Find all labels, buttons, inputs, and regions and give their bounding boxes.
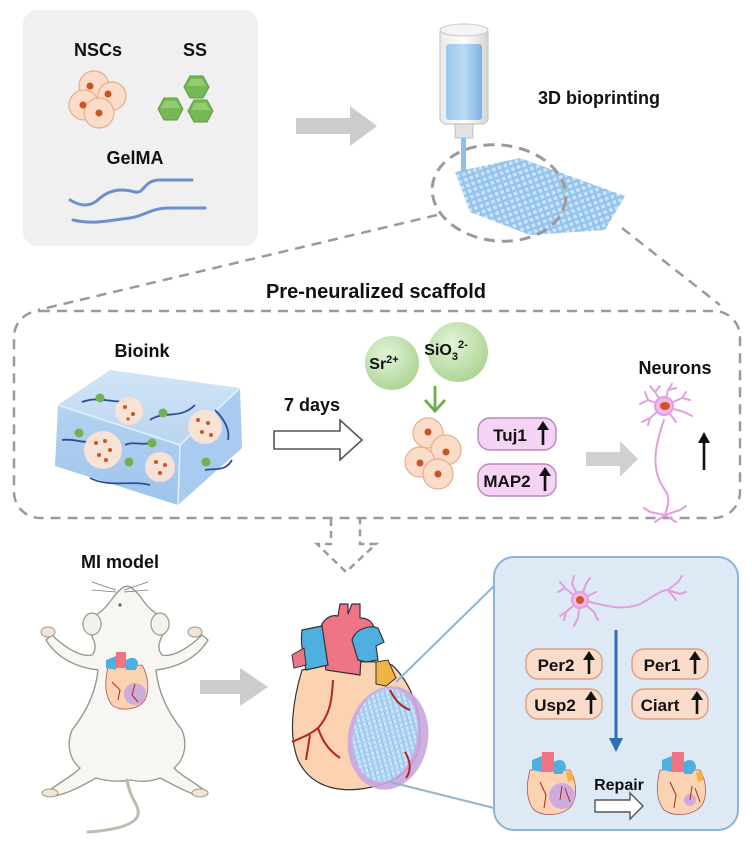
scaffold-title: Pre-neuralized scaffold bbox=[266, 281, 486, 303]
gene-pill-per2: Per2 bbox=[525, 648, 603, 680]
gene-per1-label: Per1 bbox=[644, 656, 681, 675]
marker-pill-tuj1: Tuj1 bbox=[477, 417, 557, 451]
materials-panel: NSCs SS GelMA bbox=[23, 10, 258, 246]
up-arrow-icon bbox=[691, 691, 703, 714]
neuron-icon bbox=[639, 383, 693, 523]
up-arrow-icon bbox=[585, 691, 597, 714]
gene-pill-usp2: Usp2 bbox=[525, 688, 603, 720]
nsc-cluster-middle-icon bbox=[404, 417, 462, 490]
ion-sio3-base: SiO bbox=[424, 342, 452, 359]
repair-arrow bbox=[594, 791, 644, 821]
heart-illustration bbox=[291, 603, 429, 791]
ss-label: SS bbox=[183, 40, 207, 60]
bioink-cube-icon bbox=[55, 370, 242, 506]
up-arrow-icon bbox=[583, 651, 595, 674]
bioink-label: Bioink bbox=[114, 341, 170, 361]
printed-scaffold-icon bbox=[455, 158, 625, 235]
neurons-label: Neurons bbox=[638, 358, 711, 378]
ion-sr-charge: 2+ bbox=[386, 354, 399, 366]
gelma-strands-icon bbox=[68, 178, 207, 224]
mi-model-label: MI model bbox=[81, 552, 159, 572]
gene-pill-ciart: Ciart bbox=[631, 688, 709, 720]
zoom-lines bbox=[37, 213, 721, 312]
scaffold-zoom-circle bbox=[430, 143, 568, 243]
svg-text:Sr2+: Sr2+ bbox=[369, 354, 398, 373]
marker-map2-label: MAP2 bbox=[483, 472, 530, 491]
mechanism-inset: Per2 Per1 Usp2 Ciart Repair bbox=[493, 556, 739, 831]
gene-ciart-label: Ciart bbox=[641, 696, 680, 715]
repair-label: Repair bbox=[594, 777, 644, 794]
gelma-label: GelMA bbox=[106, 148, 163, 168]
svg-text:SiO32-: SiO32- bbox=[424, 339, 468, 363]
ion-sio3-icon: SiO32- bbox=[424, 322, 488, 382]
marker-tuj1-label: Tuj1 bbox=[493, 426, 527, 445]
process-arrow-1 bbox=[296, 106, 377, 146]
up-arrow-icon bbox=[539, 467, 551, 491]
ion-sr-icon: Sr2+ bbox=[365, 336, 419, 390]
nsc-cluster-icon bbox=[68, 70, 127, 129]
implanted-scaffold-patch bbox=[352, 688, 418, 782]
up-arrow-icon bbox=[689, 651, 701, 674]
gene-pill-per1: Per1 bbox=[631, 648, 709, 680]
process-arrow-3 bbox=[200, 668, 268, 706]
bioprinter-illustration: 3D bioprinting bbox=[430, 23, 660, 243]
mouse-heart-icon bbox=[105, 652, 149, 710]
repaired-heart-icon bbox=[656, 752, 706, 815]
seven-days-arrow bbox=[273, 418, 364, 462]
inset-neuron-icon bbox=[557, 575, 687, 627]
neurons-up-arrow-icon bbox=[698, 432, 710, 470]
ion-sio3-charge: 2- bbox=[458, 339, 468, 351]
bioprinting-label: 3D bioprinting bbox=[538, 88, 660, 108]
infarcted-heart-icon bbox=[526, 752, 576, 815]
syringe-icon bbox=[439, 23, 489, 176]
gene-per2-label: Per2 bbox=[538, 656, 575, 675]
up-arrow-icon bbox=[537, 421, 549, 445]
mouse-illustration bbox=[40, 581, 209, 834]
process-arrow-2 bbox=[586, 441, 638, 477]
nscs-label: NSCs bbox=[74, 40, 122, 60]
scaffold-box bbox=[12, 309, 742, 520]
green-down-arrow bbox=[423, 386, 447, 414]
ion-sr-base: Sr bbox=[369, 356, 386, 373]
materials-panel-background bbox=[23, 10, 258, 246]
inset-blue-arrow bbox=[609, 630, 623, 752]
duration-label: 7 days bbox=[284, 395, 340, 415]
callout-lines bbox=[389, 585, 495, 809]
gene-usp2-label: Usp2 bbox=[534, 696, 576, 715]
ss-hexagons-icon bbox=[157, 75, 214, 123]
ion-sio3-subscript: 3 bbox=[452, 351, 458, 363]
marker-pill-map2: MAP2 bbox=[477, 463, 557, 497]
implant-dashed-arrow bbox=[313, 519, 380, 574]
cell-clusters bbox=[84, 397, 222, 482]
